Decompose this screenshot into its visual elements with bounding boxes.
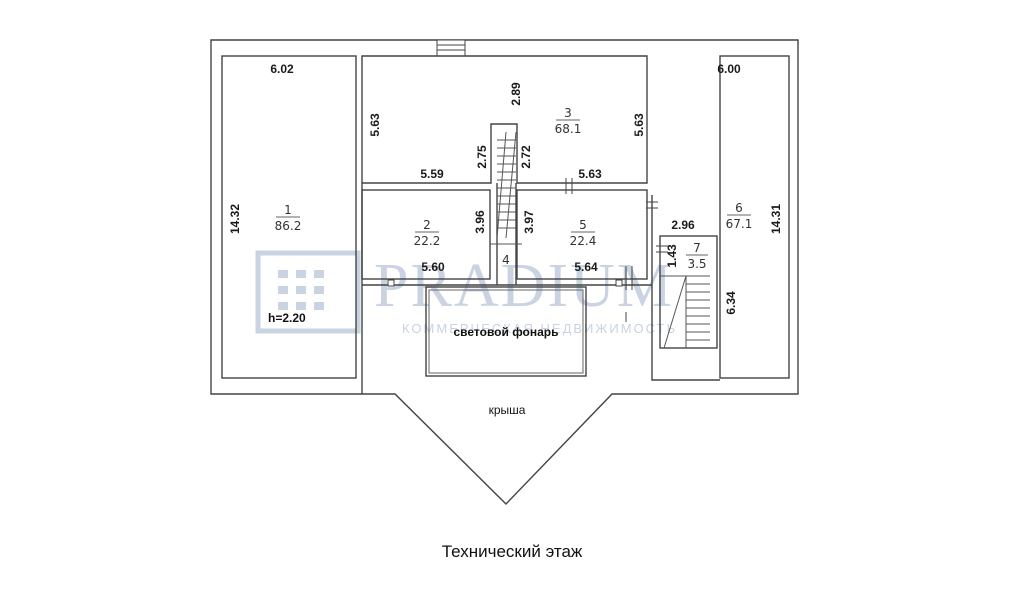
- dim-r3-height-right: 5.63: [632, 113, 646, 137]
- skylight-label: световой фонарь: [453, 325, 558, 339]
- roof-label: крыша: [489, 403, 526, 417]
- room-labels: 1 86.2 2 22.2 3 68.1 4 5 22.4 6 67.1 7 3…: [275, 106, 753, 271]
- room-outlines: [221, 55, 790, 394]
- stair-core-outline: [651, 195, 720, 381]
- watermark-brand: PRADIUM: [374, 252, 674, 320]
- room-6-area: 67.1: [726, 217, 753, 231]
- floor-caption: Технический этаж: [441, 542, 583, 561]
- dim-r5-bottom: 5.64: [574, 260, 598, 274]
- dim-r7-side: 1.43: [665, 244, 679, 268]
- dim-r3-top: 2.89: [509, 82, 523, 106]
- room-5-area: 22.4: [570, 234, 597, 248]
- room-2-number: 2: [423, 218, 431, 232]
- dim-r6-length: 14.31: [769, 204, 783, 234]
- dim-r3-height-left: 5.63: [368, 113, 382, 137]
- right-staircase: [660, 275, 710, 349]
- ceiling-height-label: h=2.20: [268, 311, 306, 325]
- skylight-inner-outline: [428, 289, 584, 374]
- roof-hatch: [436, 39, 466, 57]
- dim-stair-left: 2.75: [475, 145, 489, 169]
- room-6-outline: [719, 55, 790, 379]
- room-7-number: 7: [693, 241, 701, 255]
- dimension-labels: 6.02 14.32 5.63 2.89 5.63 5.59 2.75 2.72…: [228, 62, 783, 315]
- building-outline: [210, 39, 799, 505]
- dim-r7-top: 2.96: [671, 218, 695, 232]
- columns: [387, 178, 668, 322]
- dim-stair2-length: 6.34: [724, 291, 738, 315]
- room-1-number: 1: [284, 203, 292, 217]
- room-2-area: 22.2: [414, 234, 441, 248]
- room-6-number: 6: [735, 201, 743, 215]
- plan-labels: h=2.20 световой фонарь крыша: [268, 311, 559, 417]
- dim-r3-bottom-left: 5.59: [420, 167, 444, 181]
- room-7-area: 3.5: [687, 257, 706, 271]
- room-1-area: 86.2: [275, 219, 302, 233]
- watermark: PRADIUM КОММЕРЧЕСКАЯ НЕДВИЖИМОСТЬ: [255, 250, 677, 336]
- dim-r1-length: 14.32: [228, 204, 242, 234]
- dim-stair-right: 2.72: [519, 145, 533, 169]
- room-4-number: 4: [502, 253, 510, 267]
- dim-r2-side: 3.96: [473, 210, 487, 234]
- watermark-tagline: КОММЕРЧЕСКАЯ НЕДВИЖИМОСТЬ: [402, 321, 677, 336]
- dim-r5-side: 3.97: [522, 210, 536, 234]
- dim-r1-width: 6.02: [270, 62, 294, 76]
- room-5-number: 5: [579, 218, 587, 232]
- room-3-area: 68.1: [555, 122, 582, 136]
- room-3-outline: [361, 55, 648, 184]
- dim-r3-bottom-right: 5.63: [578, 167, 602, 181]
- dim-r2-bottom: 5.60: [421, 260, 445, 274]
- room-3-number: 3: [564, 106, 572, 120]
- skylight-outline: [425, 286, 587, 377]
- central-staircase: [490, 131, 522, 245]
- dim-r6-width: 6.00: [717, 62, 741, 76]
- room-5-outline: [516, 189, 648, 280]
- room-7-outline: [659, 235, 718, 349]
- room-1-outline: [221, 55, 357, 379]
